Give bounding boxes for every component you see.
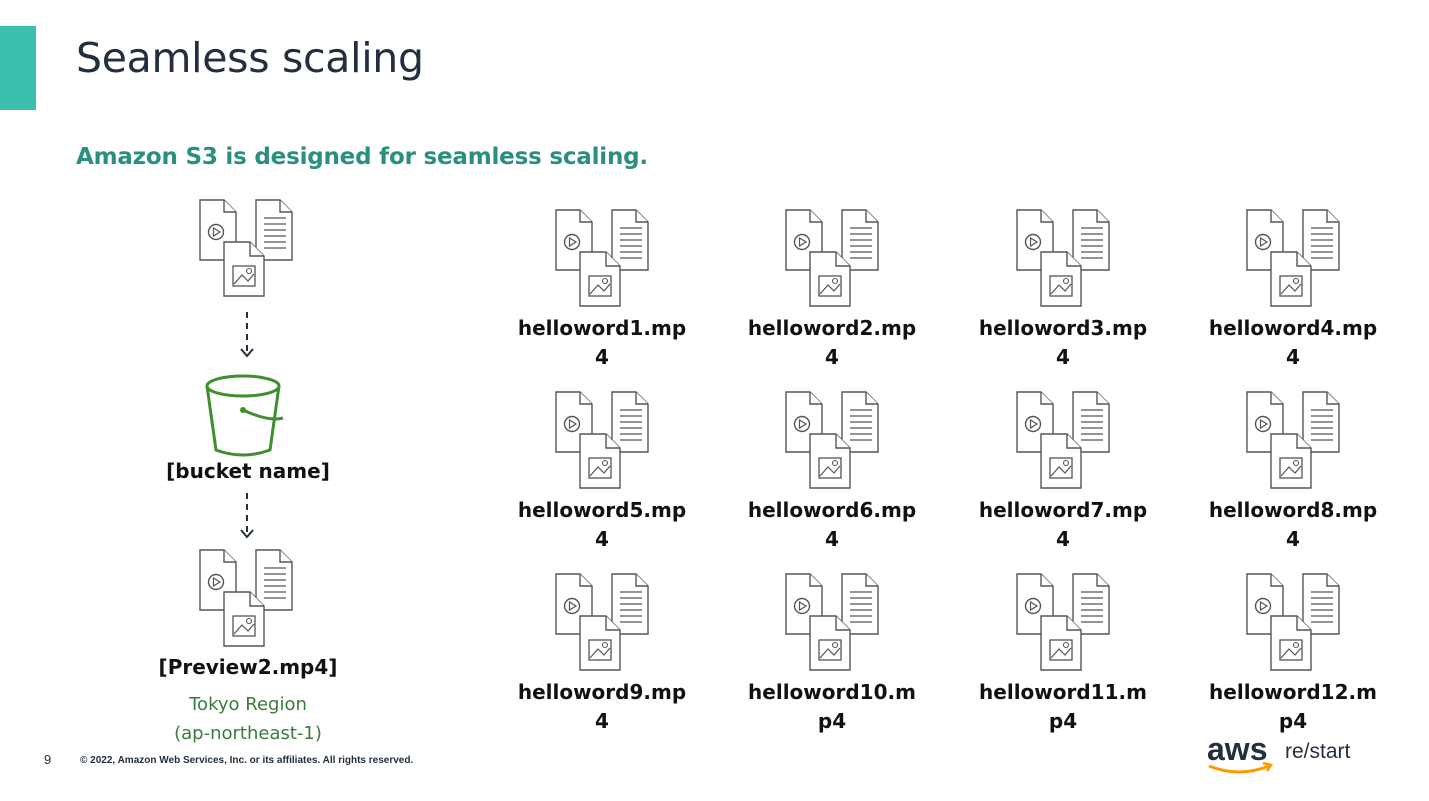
object-item: helloword2.mp4	[732, 206, 932, 372]
accent-bar	[0, 26, 36, 110]
object-item: helloword4.mp4	[1193, 206, 1393, 372]
file-group-icon	[1243, 206, 1343, 308]
restart-text: re/start	[1285, 740, 1351, 763]
file-group-icon	[552, 388, 652, 490]
file-group-icon	[782, 570, 882, 672]
page-number: 9	[44, 752, 52, 767]
object-name-label: helloword11.mp4	[979, 680, 1147, 733]
object-name-label: helloword1.mp4	[517, 316, 687, 369]
aws-restart-logo: aws re/start	[1205, 731, 1365, 787]
object-item: helloword3.mp4	[963, 206, 1163, 372]
slide-title: Seamless scaling	[76, 34, 424, 82]
object-item: helloword12.mp4	[1193, 570, 1393, 736]
object-item: helloword5.mp4	[502, 388, 702, 554]
flow-arrow-down	[240, 312, 254, 358]
file-group-icon	[1243, 388, 1343, 490]
object-name-label: helloword10.mp4	[748, 680, 916, 733]
object-item: helloword8.mp4	[1193, 388, 1393, 554]
file-group-icon	[1013, 388, 1113, 490]
object-item: helloword11.mp4	[963, 570, 1163, 736]
object-name-label: helloword9.mp4	[517, 680, 687, 733]
s3-bucket-icon	[203, 370, 293, 465]
slide-subtitle: Amazon S3 is designed for seamless scali…	[76, 144, 648, 170]
file-group-icon	[196, 546, 296, 648]
object-item: helloword10.mp4	[732, 570, 932, 736]
file-group-icon	[782, 206, 882, 308]
file-group-icon	[1243, 570, 1343, 672]
object-name-label: helloword3.mp4	[978, 316, 1148, 369]
object-item: helloword9.mp4	[502, 570, 702, 736]
object-name-label: helloword4.mp4	[1208, 316, 1378, 369]
flow-arrow-down	[240, 493, 254, 539]
object-name-label: helloword6.mp4	[747, 498, 917, 551]
object-name-label: helloword12.mp4	[1209, 680, 1377, 733]
object-item: helloword6.mp4	[732, 388, 932, 554]
copyright-text: © 2022, Amazon Web Services, Inc. or its…	[80, 755, 414, 766]
file-group-icon	[1013, 206, 1113, 308]
region-label: Tokyo Region (ap-northeast-1)	[148, 690, 348, 748]
file-group-icon	[782, 388, 882, 490]
object-item: helloword7.mp4	[963, 388, 1163, 554]
aws-logo-text: aws	[1207, 732, 1267, 767]
region-name: Tokyo Region	[189, 694, 307, 715]
object-name-label: helloword2.mp4	[747, 316, 917, 369]
object-name-label: [Preview2.mp4]	[158, 655, 338, 679]
region-code: (ap-northeast-1)	[174, 723, 322, 744]
file-group-icon	[552, 206, 652, 308]
file-group-icon	[552, 570, 652, 672]
object-name-label: helloword7.mp4	[978, 498, 1148, 551]
file-group-icon	[196, 196, 296, 298]
bucket-name-label: [bucket name]	[166, 459, 330, 483]
object-name-label: helloword5.mp4	[517, 498, 687, 551]
file-group-icon	[1013, 570, 1113, 672]
object-item: helloword1.mp4	[502, 206, 702, 372]
object-name-label: helloword8.mp4	[1208, 498, 1378, 551]
